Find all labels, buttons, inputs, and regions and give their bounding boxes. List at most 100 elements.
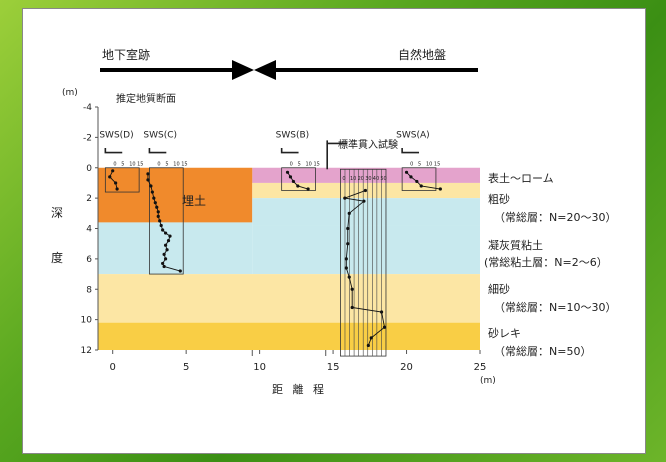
sws-point: [163, 243, 168, 247]
sws-point: [115, 187, 119, 191]
x-axis-label: 距 離 程: [272, 382, 327, 396]
spt-point: [366, 343, 370, 348]
sws-scale-label: 10: [129, 161, 135, 167]
sws-point: [114, 181, 118, 185]
arrow-right-label: 自然地盤: [398, 47, 446, 62]
sws-point: [306, 187, 310, 191]
sws-point: [438, 187, 442, 191]
sws-scale-label: 10: [173, 161, 179, 167]
spt-scale-label: 30: [365, 176, 371, 182]
y-tick-label: -2: [83, 133, 92, 143]
soil-layer-4: [98, 222, 253, 275]
sws-point: [155, 205, 159, 209]
y-tick-label: 0: [86, 164, 92, 174]
sws-point: [178, 269, 182, 273]
sws-point: [404, 170, 409, 174]
spt-point: [382, 325, 387, 329]
layer-label-clay: 凝灰質粘土: [488, 238, 543, 252]
sws-point: [156, 210, 160, 214]
sws-box: [281, 167, 316, 191]
sws-bracket: [401, 148, 420, 154]
fill-label: 埋土: [182, 194, 206, 208]
sws-point: [285, 170, 290, 174]
soil-layers: [98, 167, 480, 350]
spt-point: [369, 336, 373, 340]
sws-label: SWS(C): [143, 130, 177, 140]
soil-layer-1: [98, 167, 253, 223]
sws-point: [296, 184, 300, 188]
layer-label-topsoil: 表土～ローム: [488, 171, 554, 185]
sws-label: SWS(D): [99, 130, 133, 140]
layer-label-coarse-sand: 粗砂: [488, 193, 510, 206]
section-label: 推定地質断面: [116, 92, 176, 105]
sws-line: [109, 170, 118, 190]
x-tick-label: 5: [183, 362, 189, 373]
sws-box: [104, 167, 140, 193]
sws-point: [111, 169, 115, 173]
layer-label-clay-n: (常総粘土層：N=2～6）: [484, 255, 608, 269]
sws-label: SWS(B): [276, 130, 310, 140]
sws-box: [149, 167, 184, 275]
sws-scale-label: 15: [434, 161, 440, 167]
layer-label-coarse-sand-n: （常総層：N=20～30）: [494, 210, 616, 224]
y-tick-label: 12: [81, 346, 92, 356]
sws-point: [152, 196, 156, 200]
spt-point: [344, 257, 348, 261]
sws-point: [409, 175, 413, 179]
arrow-right-head: [232, 60, 254, 80]
sws-scale-label: 5: [418, 161, 421, 167]
sws-point: [168, 234, 172, 238]
sws-point: [161, 261, 165, 266]
sws-point: [149, 184, 153, 188]
spt-point: [350, 287, 354, 291]
sws-scale-label: 15: [137, 161, 143, 167]
sws-scale-label: 10: [306, 161, 312, 167]
spt-scale-label: 40: [373, 176, 379, 182]
sws-scale-label: 0: [113, 161, 116, 167]
sws-scale-label: 15: [181, 161, 187, 167]
layer-label-fine-sand: 細砂: [488, 283, 510, 296]
sws-bracket: [104, 148, 123, 154]
sws-label: SWS(A): [396, 130, 430, 140]
x-tick-label: 0: [110, 362, 116, 373]
sws-scale-label: 5: [298, 161, 301, 167]
sws-scale-label: 5: [121, 161, 124, 167]
spt-point: [347, 211, 351, 215]
y-axis-label-2: 度: [51, 250, 63, 265]
spt-point: [363, 188, 367, 193]
sws-scale-label: 0: [157, 161, 160, 167]
sws-scale-label: 5: [165, 161, 168, 167]
y-tick-label: 8: [86, 285, 92, 295]
sws-point: [150, 190, 154, 194]
soil-layer-7: [98, 322, 480, 350]
soil-layer-3: [252, 198, 480, 226]
sws-point: [146, 172, 150, 176]
sws-point: [162, 252, 166, 256]
sws-scale-label: 0: [410, 161, 413, 167]
spt-point: [350, 305, 354, 310]
spt-point: [346, 242, 350, 246]
sws-point: [415, 179, 419, 184]
sws-point: [162, 264, 166, 269]
sws-point: [159, 223, 163, 228]
y-tick-label: 4: [86, 225, 92, 235]
y-axis-label-1: 深: [51, 206, 63, 220]
sws-point: [156, 214, 160, 218]
spt-scale-label: 50: [380, 176, 386, 182]
spt-scale-label: 20: [358, 176, 364, 182]
sws-line: [147, 173, 181, 272]
sws-point: [163, 257, 168, 261]
layer-label-fine-sand-n: （常総層：N=10～30）: [494, 300, 616, 314]
soil-layer-0: [252, 167, 480, 183]
sws-scale-label: 0: [290, 161, 293, 167]
arrow-left-label: 地下室跡: [102, 47, 150, 62]
soil-layer-6: [98, 274, 480, 323]
x-tick-label: 20: [400, 362, 413, 373]
x-axis-unit: (m): [480, 376, 496, 386]
sws-point: [163, 231, 168, 235]
sws-scale-label: 10: [426, 161, 432, 167]
spt-point: [347, 275, 351, 279]
